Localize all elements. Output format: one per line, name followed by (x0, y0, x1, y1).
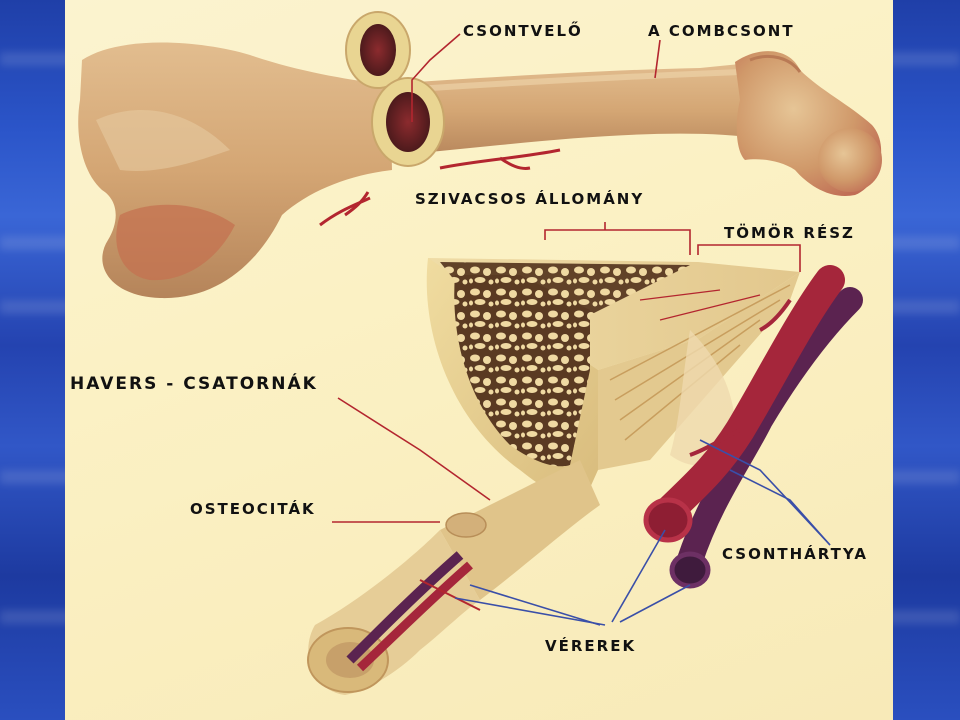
label-marrow: CSONTVELŐ (463, 22, 583, 40)
havers-canal (307, 460, 600, 695)
leader-lines (332, 33, 831, 626)
label-havers-canals: HAVERS - CSATORNÁK (70, 374, 318, 394)
marrow-cross-section (345, 11, 445, 167)
femur-vessels (319, 148, 561, 227)
bone-tissue-block (426, 258, 800, 510)
label-periosteum: CSONTHÁRTYA (722, 545, 868, 563)
label-osteocytes: OSTEOCITÁK (190, 500, 316, 518)
label-spongy-substance: SZIVACSOS ÁLLOMÁNY (415, 190, 645, 208)
blood-vessels (643, 265, 863, 589)
femur-shaft (78, 42, 882, 299)
label-compact-part: TÖMÖR RÉSZ (724, 224, 855, 242)
label-femur: A COMBCSONT (648, 22, 795, 40)
label-blood-vessels: VÉREREK (545, 637, 637, 655)
